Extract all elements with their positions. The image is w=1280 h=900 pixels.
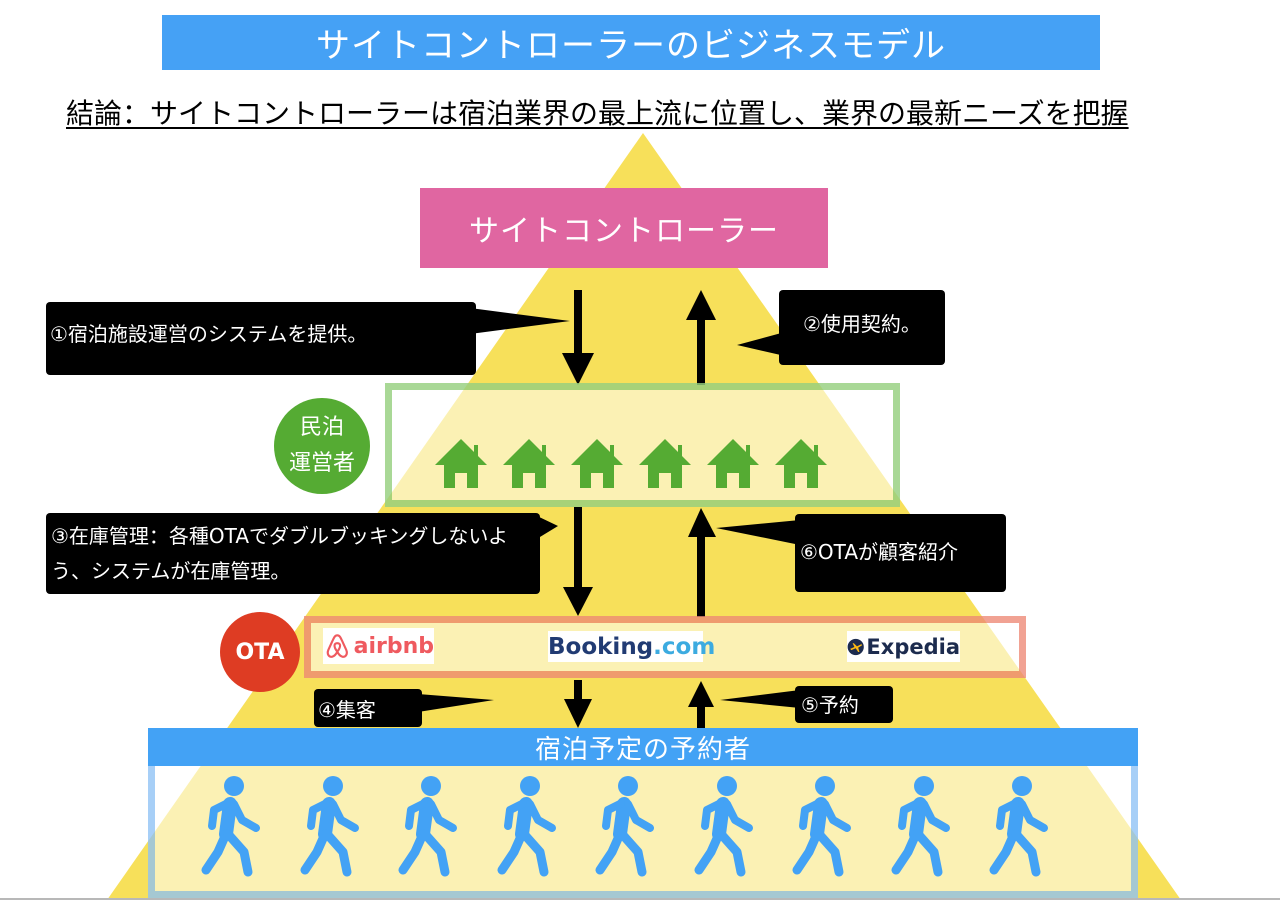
walking-person-icon [792,776,851,877]
callout-step5: ⑤予約 [795,686,893,723]
expedia-plane-globe-icon [847,638,864,655]
callout-step1: ①宿泊施設運営のシステムを提供。 [46,302,476,375]
walking-person-icon [201,776,260,877]
house-icon [435,439,487,488]
guests-banner: 宿泊予定の予約者 [148,728,1138,766]
arrow-up-contract [686,290,716,385]
walking-person-icon [497,776,556,877]
callout-step3: ③在庫管理：各種OTAでダブルブッキングしないよう、システムが在庫管理。 [46,513,540,594]
walking-person-icon [891,776,950,877]
operators-badge: 民泊 運営者 [274,398,370,494]
booking-logo: Booking.com [548,631,715,662]
callout-tail-step5 [720,690,800,708]
operators-label-line1: 民泊 [299,415,344,440]
expedia-wordmark: Expedia [866,634,960,659]
airbnb-belo-icon [326,634,348,658]
walking-person-icon [989,776,1048,877]
arrow-down-inventory [563,507,593,616]
arrow-up-booking [688,681,714,728]
house-icon [503,439,555,488]
operators-label-line2: 運営者 [288,451,355,476]
bottom-divider [0,898,1280,900]
walking-person-icon [398,776,457,877]
airbnb-wordmark: airbnb [353,633,434,659]
walking-person-icon [694,776,753,877]
arrow-down-provide [562,290,594,385]
airbnb-logo: airbnb [323,628,434,664]
house-icon [571,439,623,488]
arrow-down-marketing [564,680,592,728]
ota-badge: OTA [220,612,300,692]
callout-step6: ⑥OTAが顧客紹介 [795,514,1006,592]
callout-tail-step6 [716,520,800,545]
walking-person-icon [300,776,359,877]
house-icon [639,439,691,488]
diagram-title: サイトコントローラーのビジネスモデル [162,15,1100,70]
walking-person-icon [595,776,654,877]
walking-person-row [200,774,1080,884]
booking-wordmark: Booking [548,633,654,660]
callout-tail-step4 [418,694,494,712]
callout-tail-step2 [737,332,785,356]
expedia-logo: Expedia [847,631,960,662]
conclusion-text: 結論：サイトコントローラーは宿泊業界の最上流に位置し、業界の最新ニーズを把握 [66,97,1129,130]
site-controller-box: サイトコントローラー [420,188,828,268]
callout-step2: ②使用契約。 [779,290,945,365]
house-icon [775,439,827,488]
callout-step4: ④集客 [314,689,422,727]
booking-suffix: .com [653,633,716,660]
callout-tail-step3 [535,515,558,540]
house-icon [707,439,759,488]
arrow-up-referral [688,508,716,617]
guests-box [148,766,1138,898]
callout-tail-step1 [470,308,570,334]
house-icon-row [433,437,833,489]
